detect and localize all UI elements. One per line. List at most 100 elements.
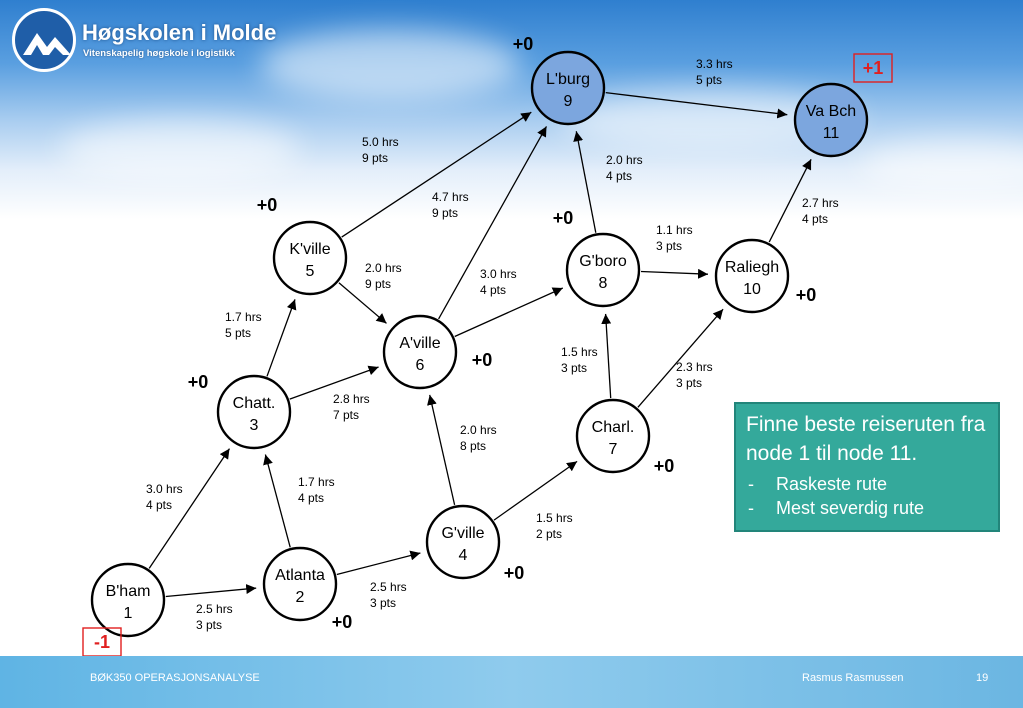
node-score: +0 — [553, 208, 574, 228]
node-circle — [714, 238, 790, 314]
edge-arrow — [338, 282, 387, 324]
task-list: Raskeste rute Mest severdig rute — [746, 472, 988, 520]
edge-hours-label: 2.0 hrs — [606, 153, 643, 167]
logo: Høgskolen i Molde Vitenskapelig høgskole… — [12, 8, 312, 78]
edge-points-label: 4 pts — [606, 169, 632, 183]
node-score: +0 — [188, 372, 209, 392]
node-score: +0 — [513, 34, 534, 54]
edge-points-label: 9 pts — [432, 206, 458, 220]
node-11: Va Bch 11 +1 — [793, 53, 893, 158]
node-circle — [216, 374, 292, 450]
edge-hours-label: 2.0 hrs — [365, 261, 402, 275]
edge-arrow — [605, 91, 788, 119]
node-2: Atlanta 2 +0 — [262, 546, 353, 632]
node-circle — [565, 232, 641, 308]
footer-author: Rasmus Rasmussen — [802, 672, 904, 684]
edge-arrow — [289, 365, 379, 400]
edge-arrow — [454, 287, 564, 338]
edge-hours-label: 3.0 hrs — [480, 267, 517, 281]
footer-page-number: 19 — [976, 672, 989, 684]
edge-points-label: 5 pts — [225, 326, 251, 340]
edge-points-label: 4 pts — [298, 491, 324, 505]
edge-hours-label: 5.0 hrs — [362, 135, 399, 149]
node-score: +0 — [332, 612, 353, 632]
edge-points-label: 7 pts — [333, 408, 359, 422]
edge-points-label: 3 pts — [656, 239, 682, 253]
edge-arrow — [263, 454, 291, 548]
edge-7-8: 1.5 hrs 3 pts — [561, 313, 612, 399]
edge-2-4: 2.5 hrs 3 pts — [336, 550, 421, 610]
node-score: +0 — [654, 456, 675, 476]
node-name: Va Bch — [806, 103, 856, 120]
node-number: 5 — [306, 263, 315, 280]
edge-hours-label: 2.3 hrs — [676, 360, 713, 374]
node-name: Chatt. — [233, 395, 276, 412]
node-name: Charl. — [592, 419, 635, 436]
edge-hours-label: 1.7 hrs — [225, 310, 262, 324]
edge-hours-label: 1.5 hrs — [536, 511, 573, 525]
node-name: G'boro — [579, 253, 627, 270]
edge-points-label: 3 pts — [561, 361, 587, 375]
edge-6-8: 3.0 hrs 4 pts — [454, 267, 564, 338]
node-circle — [90, 562, 166, 638]
node-number: 2 — [296, 589, 305, 606]
edge-points-label: 4 pts — [480, 283, 506, 297]
edge-hours-label: 2.5 hrs — [196, 602, 233, 616]
edge-arrow — [573, 131, 597, 233]
edge-points-label: 9 pts — [365, 277, 391, 291]
institution-tagline: Vitenskapelig høgskole i logistikk — [83, 48, 235, 59]
edge-hours-label: 1.5 hrs — [561, 345, 598, 359]
node-circle — [425, 504, 501, 580]
edge-arrow — [266, 299, 297, 377]
node-number: 7 — [609, 441, 618, 458]
footer-band: BØK350 OPERASJONSANALYSE Rasmus Rasmusse… — [0, 656, 1023, 708]
edge-points-label: 4 pts — [802, 212, 828, 226]
node-number: 4 — [459, 547, 468, 564]
node-number: 3 — [250, 417, 259, 434]
edge-points-label: 9 pts — [362, 151, 388, 165]
node-number: 8 — [599, 275, 608, 292]
node-circle — [530, 50, 606, 126]
node-number: 10 — [743, 281, 761, 298]
node-circle — [382, 314, 458, 390]
edge-8-9: 2.0 hrs 4 pts — [573, 131, 643, 233]
task-item: Raskeste rute — [746, 472, 988, 496]
node-score: -1 — [94, 632, 110, 652]
edge-arrow — [640, 268, 709, 279]
node-number: 11 — [823, 125, 840, 142]
node-number: 9 — [564, 93, 573, 110]
edge-5-9: 5.0 hrs 9 pts — [341, 111, 532, 238]
edge-points-label: 8 pts — [460, 439, 486, 453]
edge-arrow — [637, 308, 724, 408]
edge-arrow — [336, 550, 421, 576]
node-name: A'ville — [399, 335, 440, 352]
task-box: Finne beste reiseruten fra node 1 til no… — [734, 402, 1000, 532]
institution-name: Høgskolen i Molde — [82, 20, 277, 45]
node-circle — [793, 82, 869, 158]
node-7: Charl. 7 +0 — [575, 398, 675, 476]
edge-hours-label: 2.5 hrs — [370, 580, 407, 594]
node-name: G'ville — [441, 525, 484, 542]
edge-arrow — [165, 584, 257, 598]
edge-points-label: 3 pts — [370, 596, 396, 610]
node-circle — [262, 546, 338, 622]
edge-arrow — [438, 126, 548, 320]
node-score: +1 — [863, 58, 884, 78]
node-name: Atlanta — [275, 567, 325, 584]
node-score: +0 — [472, 350, 493, 370]
